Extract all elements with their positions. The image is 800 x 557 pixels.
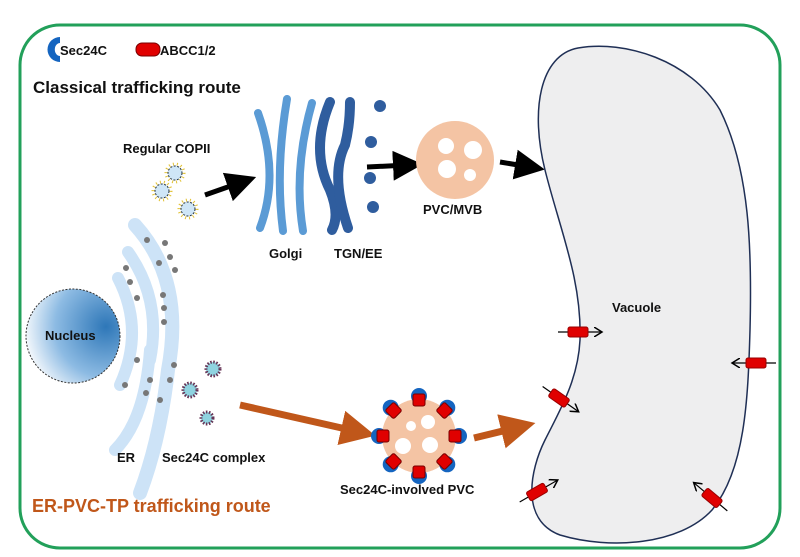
abcc-transporter <box>385 402 402 419</box>
legend-abcc-label: ABCC1/2 <box>160 43 216 58</box>
er-pvc-tp-route-title: ER-PVC-TP trafficking route <box>32 496 271 516</box>
abcc-transporter <box>376 429 390 443</box>
abcc-transporter <box>436 453 453 470</box>
sec24c-vesicle <box>204 360 222 378</box>
arrow-er-to-sec24c-pvc <box>239 401 376 445</box>
transporter-import <box>519 476 560 503</box>
tgn-vesicles <box>364 100 386 213</box>
cell-frame <box>18 23 782 550</box>
abcc-transporter <box>448 429 462 443</box>
sec24c-involved-pvc-label: Sec24C-involved PVC <box>340 482 475 497</box>
ribosomes <box>122 237 178 403</box>
pvc-mvb <box>416 121 494 199</box>
sec24c-pvc-coat <box>371 388 467 484</box>
abcc-transporter <box>412 393 426 407</box>
vacuole-transporters <box>519 326 776 512</box>
sec24c-involved-pvc <box>382 399 456 473</box>
vacuole-label: Vacuole <box>612 300 661 315</box>
tgn-ee-label: TGN/EE <box>334 246 383 261</box>
sec24c-vesicle <box>181 381 199 399</box>
arrow-pvc-to-vacuole <box>499 149 545 180</box>
copii-vesicle <box>154 183 170 199</box>
tgn-ee <box>315 97 355 235</box>
transporter-import <box>542 386 582 415</box>
transporter-import <box>732 357 776 369</box>
golgi-label: Golgi <box>269 246 302 261</box>
golgi <box>254 95 316 235</box>
nucleus-label: Nucleus <box>45 328 96 343</box>
abcc-transporter <box>412 465 426 479</box>
legend-sec24c-label: Sec24C <box>60 43 108 58</box>
sec24c-complex-label: Sec24C complex <box>162 450 266 465</box>
transporter-import <box>690 479 728 512</box>
arrow-tgn-to-pvc <box>366 150 423 181</box>
er-label: ER <box>117 450 136 465</box>
abcc-transporter-icon <box>135 42 161 57</box>
nucleus <box>25 288 121 384</box>
abcc-transporter <box>385 453 402 470</box>
regular-copii-label: Regular COPII <box>123 141 210 156</box>
copii-vesicle <box>167 165 183 181</box>
sec24c-complex-vesicles <box>181 360 222 426</box>
sec24c-vesicle <box>199 410 215 426</box>
sec24c-icon <box>47 37 60 62</box>
abcc-transporter <box>436 402 453 419</box>
transporter-import <box>558 326 602 338</box>
copii-vesicles <box>154 165 196 217</box>
arrow-copii-to-golgi <box>204 172 257 202</box>
pvc-mvb-label: PVC/MVB <box>423 202 482 217</box>
vacuole <box>531 45 752 544</box>
arrow-sec24c-pvc-to-vacuole <box>473 414 536 449</box>
classical-route-title: Classical trafficking route <box>33 78 241 97</box>
legend: Sec24C ABCC1/2 <box>47 37 216 62</box>
copii-vesicle <box>180 201 196 217</box>
